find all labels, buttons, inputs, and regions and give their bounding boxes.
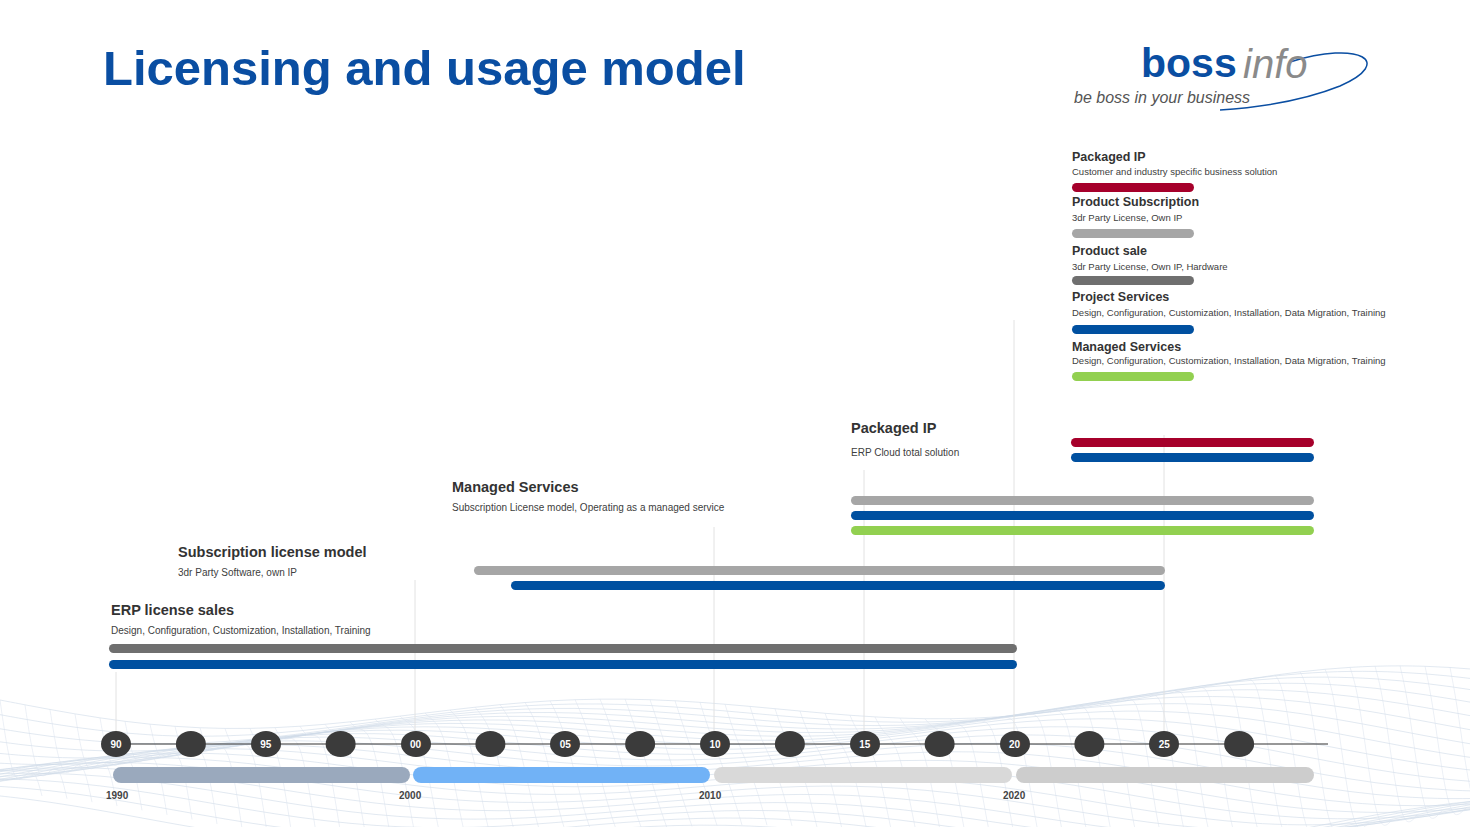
phase-description: Design, Configuration, Customization, In… [111,625,371,636]
year-number: 20 [1009,739,1020,750]
phase-label: Managed ServicesSubscription License mod… [452,479,724,513]
legend-heading: Product Subscription [1072,195,1199,209]
year-number: 90 [110,739,121,750]
year-circle: 25 [1149,731,1179,757]
year-circle: 20 [1000,731,1030,757]
legend-heading: Project Services [1072,290,1169,304]
legend-swatch [1072,183,1194,192]
logo-tagline: be boss in your business [1074,89,1250,107]
timeline-dots [176,731,1254,757]
year-number: 00 [410,739,421,750]
phase-heading: Managed Services [452,479,724,495]
phase-label: Packaged IP ERP Cloud total solution [851,420,959,458]
year-circle: 00 [401,731,431,757]
phase-description: 3dr Party Software, own IP [178,567,367,578]
phase-description: Subscription License model, Operating as… [452,502,724,513]
decade-label: 2010 [699,790,721,801]
legend-heading: Managed Services [1072,340,1181,354]
phase-label: Subscription license model 3dr Party Soft… [178,544,367,578]
legend-heading: Packaged IP [1072,150,1146,164]
year-circle: 95 [251,731,281,757]
phase-bars [109,438,1314,669]
year-number: 95 [260,739,271,750]
decade-label: 1990 [106,790,128,801]
phase-label: ERP license salesDesign, Configuration, … [111,602,371,636]
year-circle: 05 [550,731,580,757]
logo-word: info [1243,42,1308,87]
decade-bands [113,767,1314,783]
year-number: 05 [560,739,571,750]
legend-description: Design, Configuration, Customization, In… [1072,355,1386,366]
legend-swatch [1072,325,1194,334]
year-number: 15 [859,739,870,750]
mesh-texture [0,666,1470,827]
phase-description: ERP Cloud total solution [851,447,959,458]
legend-description: 3dr Party License, Own IP [1072,212,1182,223]
decade-label: 2020 [1003,790,1025,801]
decade-label: 2000 [399,790,421,801]
legend-description: 3dr Party License, Own IP, Hardware [1072,261,1228,272]
legend-swatch [1072,229,1194,238]
legend-swatch [1072,276,1194,285]
year-circle: 15 [850,731,880,757]
legend-description: Customer and industry specific business … [1072,166,1277,177]
year-circle: 10 [700,731,730,757]
year-number: 25 [1159,739,1170,750]
legend-swatch [1072,372,1194,381]
year-circle: 90 [101,731,131,757]
phase-heading: Subscription license model [178,544,367,560]
phase-heading: ERP license sales [111,602,371,618]
legend-description: Design, Configuration, Customization, In… [1072,307,1386,318]
logo-word: boss [1141,40,1237,87]
phase-heading: Packaged IP [851,420,959,436]
year-number: 10 [709,739,720,750]
legend-heading: Product sale [1072,244,1147,258]
page-title: Licensing and usage model [103,40,746,96]
